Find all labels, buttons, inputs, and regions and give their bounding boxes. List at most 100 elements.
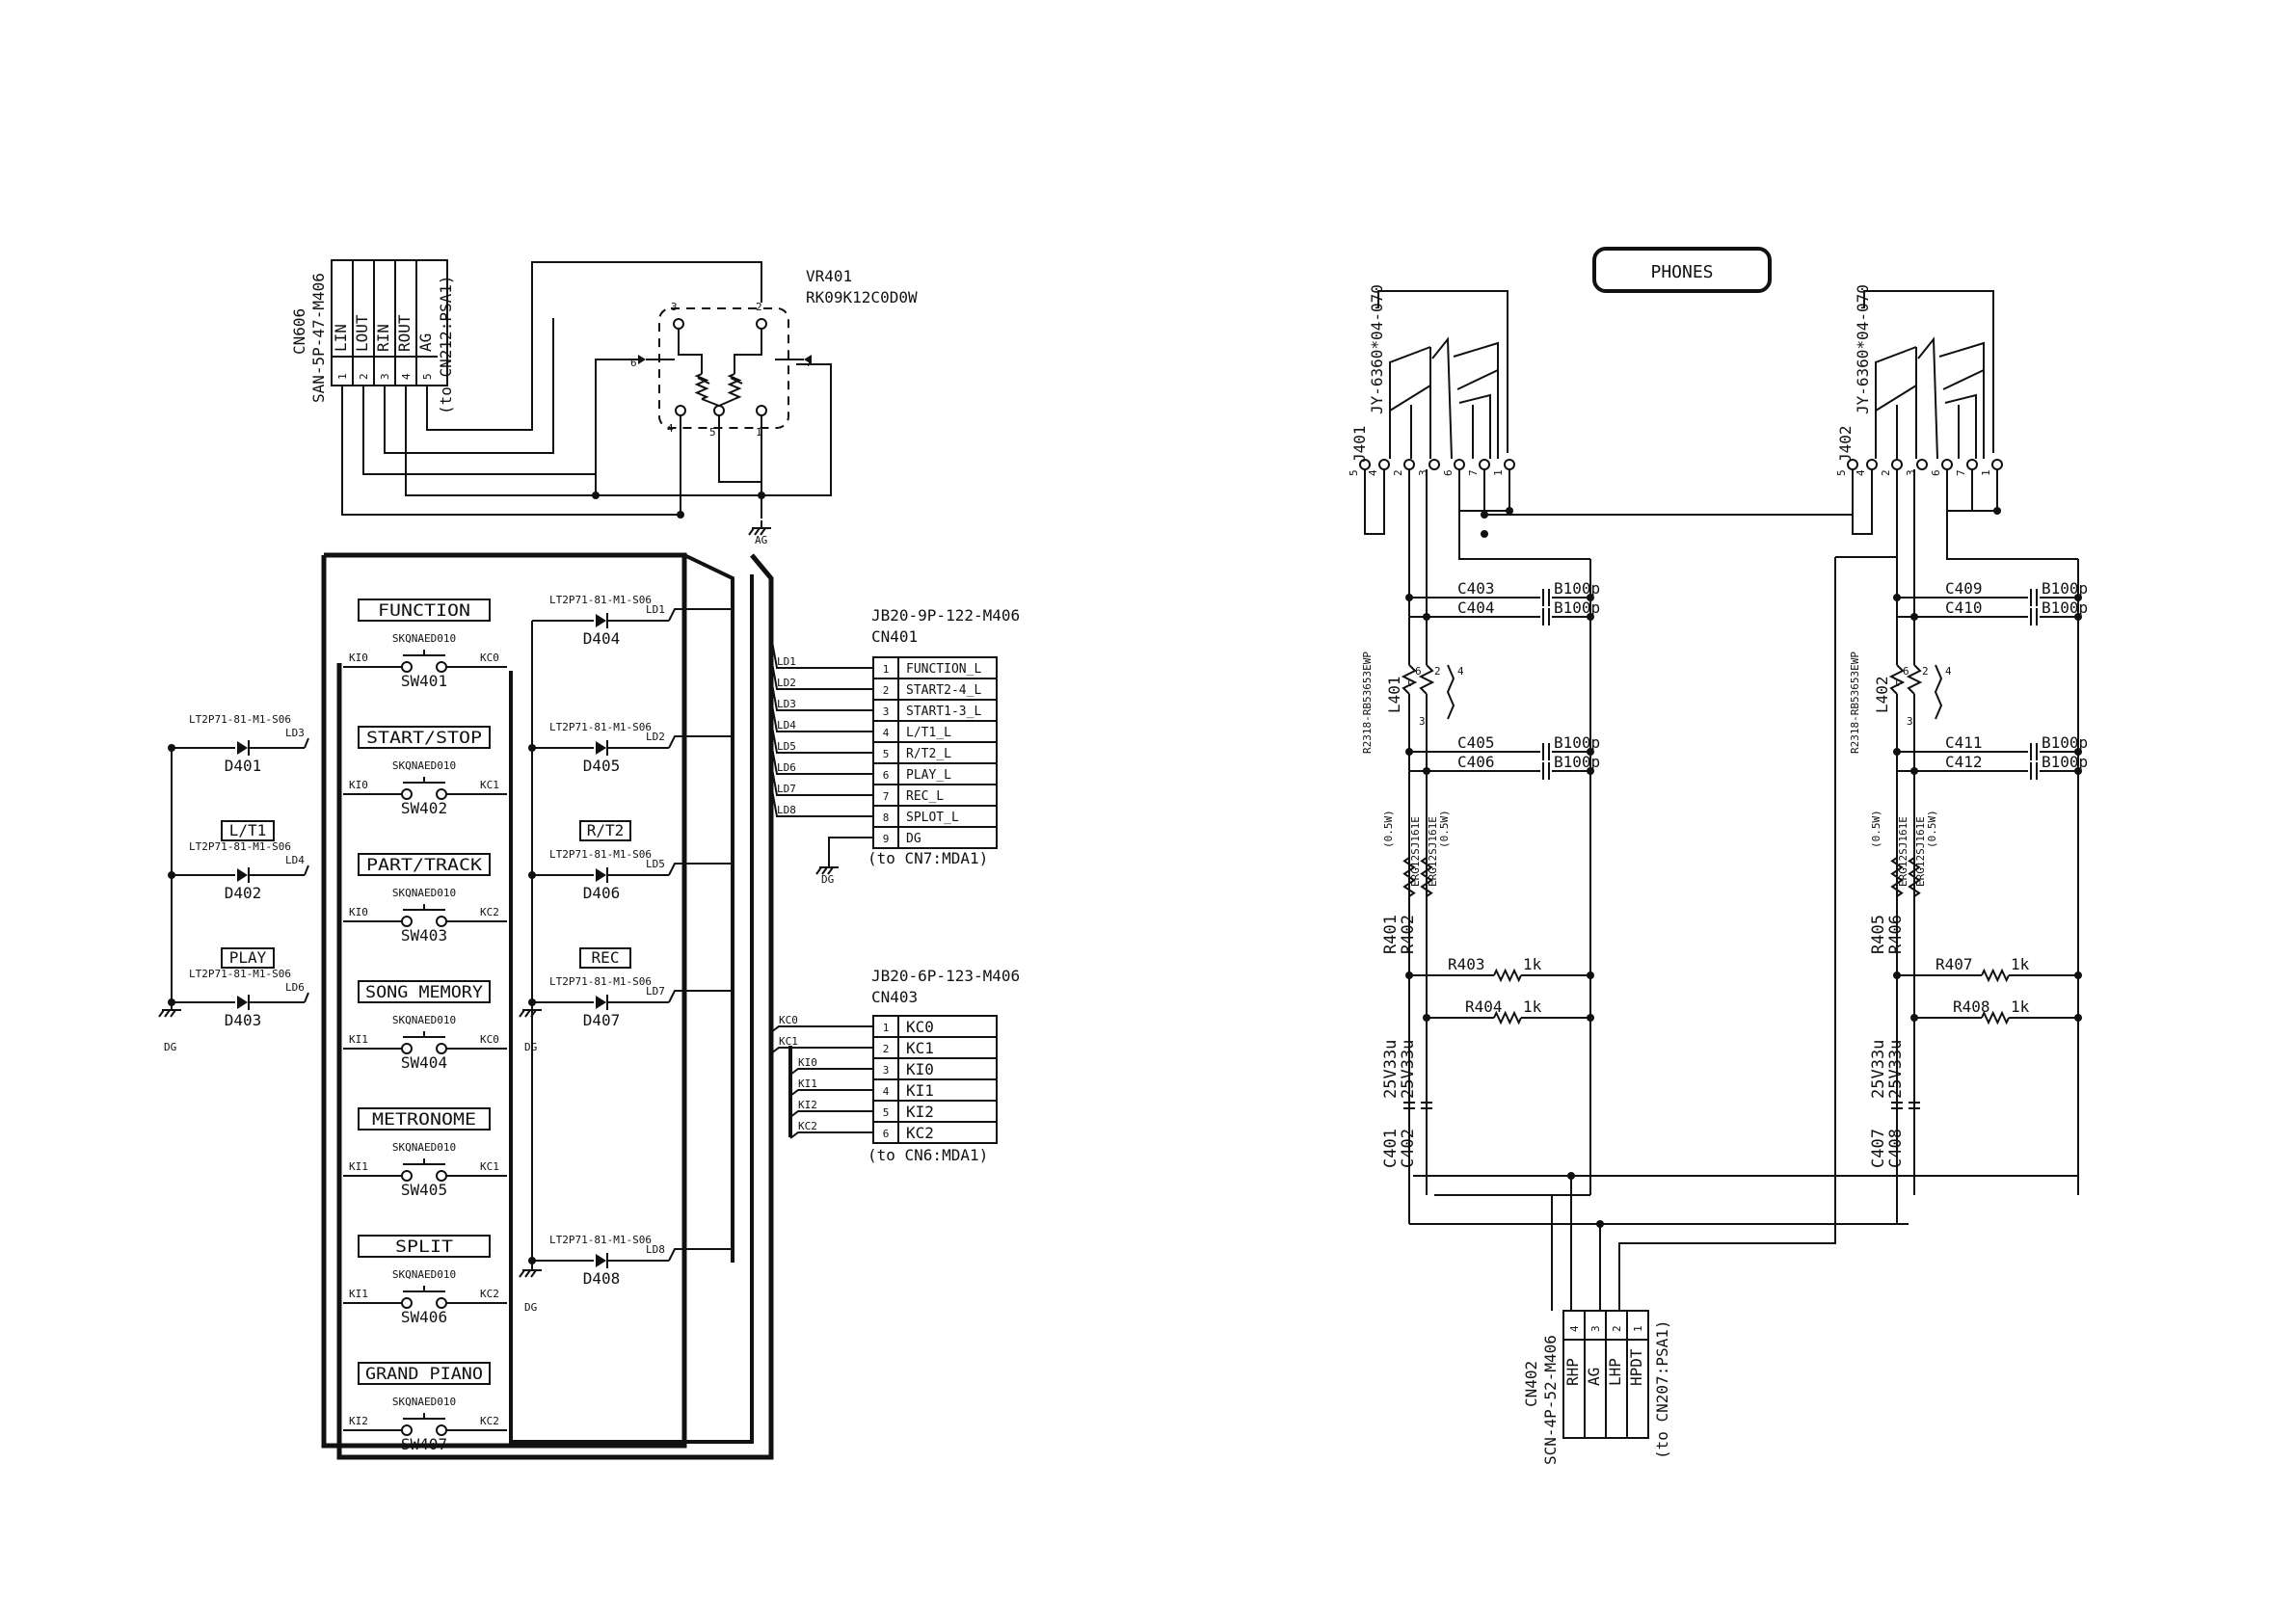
resistor-symbol [1908, 857, 1921, 897]
wire [770, 1025, 873, 1033]
switch-label-box [358, 599, 491, 622]
led-net: LD5 [646, 858, 665, 870]
capacitor-value: B100p [1554, 753, 1600, 771]
led-net: LD7 [646, 985, 665, 998]
terminal-circle [1891, 459, 1903, 470]
cn402-pin-number: 3 [1589, 1325, 1602, 1332]
wire [1389, 385, 1431, 412]
jack-pin-number: 4 [1367, 469, 1379, 476]
cn401-ref: CN401 [871, 627, 918, 646]
junction-dot [677, 511, 684, 519]
elcap-value: 25V33u [1381, 1040, 1401, 1099]
wire [1944, 393, 1977, 459]
panel-frame [321, 552, 687, 1449]
ground-symbol [754, 527, 761, 536]
cn606-pin-number: 2 [358, 373, 370, 380]
cn401-pin-signal: SPLOT_L [906, 811, 959, 825]
led-ref: D405 [583, 757, 621, 775]
wire [1483, 469, 1854, 516]
capacitor-value: B100p [2042, 599, 2088, 617]
switch-label-box [358, 1362, 491, 1385]
wire [770, 784, 873, 817]
resistor-value: 1k [2011, 998, 2030, 1016]
wire [668, 863, 733, 876]
resistor-ref: R401 [1381, 915, 1401, 954]
choke-pin: 1 [1405, 677, 1412, 689]
ground-symbol [158, 1009, 165, 1018]
resistor-symbol [1890, 857, 1904, 897]
wire [770, 720, 873, 754]
cn403-pin-number: 5 [883, 1106, 890, 1119]
cn401-pin-number: 5 [883, 748, 890, 760]
cn403-ref: CN403 [871, 988, 918, 1006]
cn401-net: LD4 [777, 719, 796, 732]
cn401-pin-signal: FUNCTION_L [906, 662, 981, 677]
capacitor-value: B100p [2042, 733, 2088, 752]
wire [1942, 369, 1985, 390]
switch-col-net: KC0 [480, 652, 499, 664]
terminal-circle [436, 1297, 447, 1309]
terminal-circle [1504, 459, 1515, 470]
wire [405, 363, 832, 496]
led-ref: D401 [225, 757, 262, 775]
led-symbol [237, 741, 248, 755]
cn402-pin-number: 4 [1568, 1325, 1581, 1332]
resistor-power: (0.5W) [1382, 810, 1395, 848]
switch-row-net: KI0 [349, 652, 368, 664]
switch-ref: SW402 [401, 799, 447, 817]
cn401-part: JB20-9P-122-M406 [871, 606, 1020, 625]
jack-part: JY-6360*04-070 [1368, 284, 1386, 414]
cn403-pin-signal: KI1 [906, 1081, 934, 1100]
switch-col-net: KC2 [480, 906, 499, 918]
resistor-symbol [1402, 857, 1416, 897]
led-function-label: R/T2 [587, 821, 625, 839]
wire [1917, 336, 1938, 460]
dg-ground-label: DG [164, 1041, 176, 1053]
terminal-circle [756, 405, 767, 416]
vr401-pin-number: 6 [630, 357, 637, 369]
terminal-circle [1966, 459, 1978, 470]
wire [1389, 346, 1431, 411]
resistor-symbol [1420, 857, 1433, 897]
terminal-circle [1991, 459, 2003, 470]
led-ref: D406 [583, 884, 621, 902]
jack-pin-number: 2 [1880, 469, 1892, 476]
cn606-pin-signal: ROUT [395, 314, 414, 352]
switch-ref: SW403 [401, 926, 447, 945]
choke-pin: 3 [1419, 715, 1426, 728]
resistor-ref: R405 [1869, 915, 1888, 954]
led-symbol [596, 614, 606, 627]
terminal-circle [1378, 459, 1390, 470]
cn401-pin-number: 8 [883, 812, 890, 824]
capacitor-ref: C403 [1457, 579, 1495, 598]
vr401-pin-number: 4 [667, 422, 674, 435]
junction-dot [2074, 1014, 2082, 1022]
capacitor-value: B100p [1554, 733, 1600, 752]
wire [1377, 290, 1508, 453]
wire [384, 318, 554, 454]
junction-dot [2074, 971, 2082, 979]
cn606-connector-box [331, 259, 448, 386]
cn606-pin-signal: AG [416, 333, 435, 352]
resistor-ref: R402 [1399, 915, 1418, 954]
terminal-circle [436, 661, 447, 673]
cn401-pin-signal: START1-3_L [906, 705, 981, 719]
dg-ground-label: DG [821, 873, 834, 886]
phones-title: PHONES [1650, 262, 1713, 282]
led-net: LD4 [285, 854, 305, 866]
cn401-pin-number: 4 [883, 727, 890, 739]
vr401-wiper [804, 355, 812, 364]
wire [1453, 341, 1499, 459]
cn402-pin-signal: RHP [1563, 1358, 1582, 1386]
led-label-box [579, 820, 631, 841]
led-part-number: LT2P71-81-M1-S06 [189, 968, 291, 980]
resistor-symbol [1981, 1010, 2010, 1025]
wire [1618, 557, 1836, 1311]
cn606-pin-signal: LOUT [353, 314, 371, 352]
vr401-pin-number: 7 [806, 357, 813, 369]
wire [304, 737, 309, 749]
junction-dot [1587, 971, 1594, 979]
wire [718, 398, 735, 407]
resistor-ref: R403 [1448, 955, 1485, 973]
